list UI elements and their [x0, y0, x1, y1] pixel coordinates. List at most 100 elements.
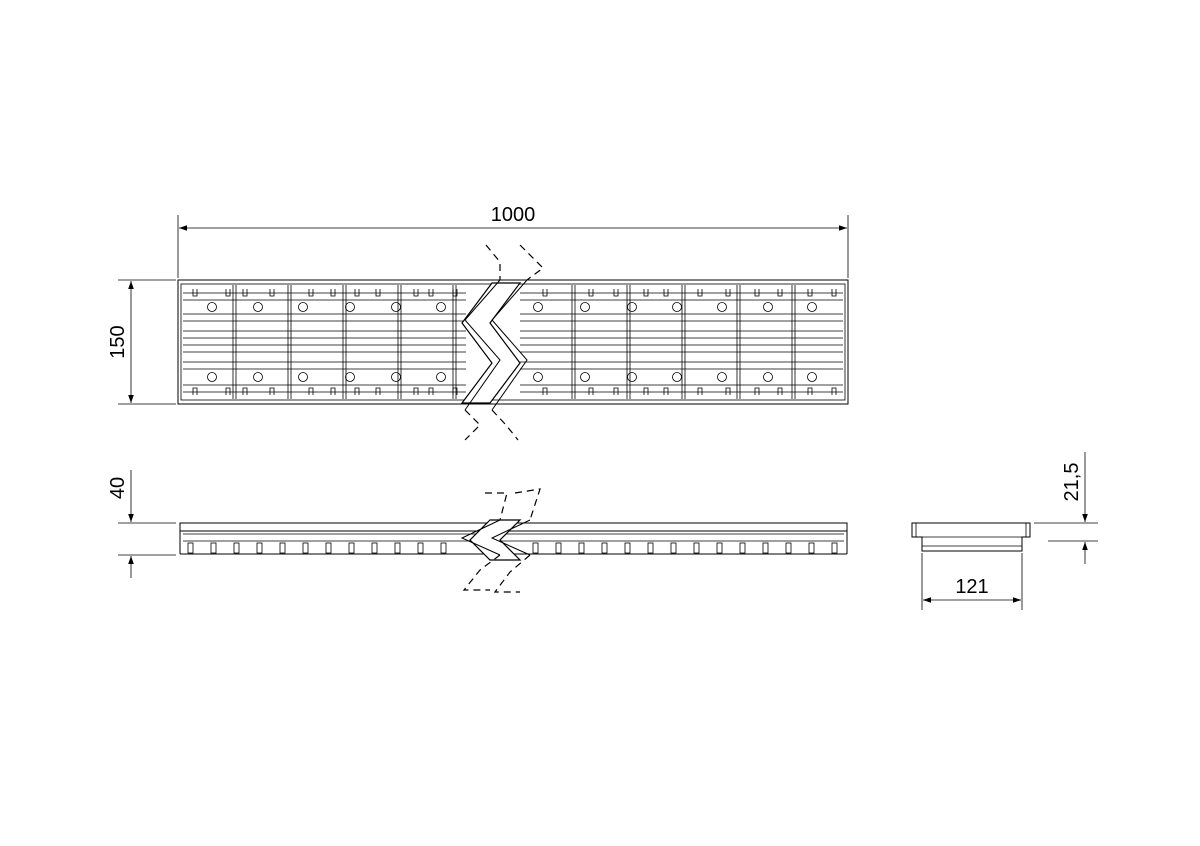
clips	[192, 289, 837, 395]
bearing-bar	[371, 542, 378, 554]
bearing-bar	[440, 542, 447, 554]
hole	[436, 302, 446, 312]
clip	[663, 387, 669, 395]
clip	[192, 387, 198, 395]
bearing-bar	[417, 542, 424, 554]
hole	[436, 372, 446, 382]
clip	[725, 289, 731, 297]
clip	[754, 387, 760, 395]
bearing-bar	[601, 542, 608, 554]
clip	[225, 289, 231, 297]
fixing-holes	[207, 302, 817, 382]
clip	[413, 289, 419, 297]
profile-outline	[911, 522, 1031, 552]
bearing-bar	[187, 542, 194, 554]
clip	[697, 289, 703, 297]
hole	[391, 302, 401, 312]
side-break-ext-bottom-right	[493, 554, 531, 593]
clip	[777, 289, 783, 297]
break-extension-top-left	[485, 244, 501, 280]
bearing-bar	[693, 542, 700, 554]
hole	[807, 302, 817, 312]
bearing-bar	[716, 542, 723, 554]
clip	[663, 289, 669, 297]
clip	[308, 387, 314, 395]
hole	[298, 302, 308, 312]
dim-length-label: 1000	[491, 204, 536, 226]
clip	[242, 289, 248, 297]
break-mask	[460, 282, 522, 404]
bearing-bar	[233, 542, 240, 554]
break-extension-bottom-right	[491, 409, 519, 441]
hole	[345, 302, 355, 312]
hole	[533, 302, 543, 312]
bearing-bar	[256, 542, 263, 554]
hole	[207, 372, 217, 382]
side-break-left	[460, 519, 501, 556]
hole	[763, 372, 773, 382]
hole	[298, 372, 308, 382]
bearing-bar	[831, 542, 838, 554]
clip	[831, 387, 837, 395]
clip	[330, 387, 336, 395]
clip	[807, 387, 813, 395]
clip	[777, 387, 783, 395]
side-break-ext-bottom-left	[462, 554, 501, 591]
profile-view: 121 21,5	[911, 452, 1098, 610]
bearing-bar	[762, 542, 769, 554]
bearing-bar	[394, 542, 401, 554]
clip	[413, 387, 419, 395]
bearing-bar	[785, 542, 792, 554]
longitudinal-bars	[183, 292, 843, 393]
clip	[588, 289, 594, 297]
bearing-bar	[647, 542, 654, 554]
break-line-right	[491, 279, 528, 411]
bearing-bar	[555, 542, 562, 554]
break-extension-top-right	[519, 244, 544, 281]
dim-width-label: 150	[107, 325, 129, 358]
bearing-bar	[739, 542, 746, 554]
bearing-bar	[348, 542, 355, 554]
hole	[533, 372, 543, 382]
side-break-mask	[469, 519, 522, 561]
clip	[643, 387, 649, 395]
side-bearing-bars	[187, 542, 838, 554]
bearing-bar	[670, 542, 677, 554]
clip	[330, 289, 336, 297]
clip	[807, 289, 813, 297]
dim-profile-width-label: 121	[955, 576, 988, 598]
hole	[627, 372, 637, 382]
hole	[253, 372, 263, 382]
hole	[345, 372, 355, 382]
clip	[754, 289, 760, 297]
clip	[452, 387, 458, 395]
bearing-bar	[302, 542, 309, 554]
hole	[627, 302, 637, 312]
bearing-bar	[325, 542, 332, 554]
side-view: 40	[107, 470, 848, 593]
side-break-ext-top-right	[514, 488, 541, 521]
dim-height-label: 40	[107, 477, 129, 499]
hole	[253, 302, 263, 312]
grate-inner-frame	[180, 283, 846, 401]
hole	[717, 302, 727, 312]
hole	[807, 372, 817, 382]
hole	[763, 302, 773, 312]
clip	[225, 387, 231, 395]
clip	[308, 289, 314, 297]
hole	[391, 372, 401, 382]
bearing-bar	[279, 542, 286, 554]
clip	[697, 387, 703, 395]
clip	[242, 387, 248, 395]
clip	[613, 289, 619, 297]
clip	[643, 289, 649, 297]
bearing-bar	[624, 542, 631, 554]
clip	[428, 387, 434, 395]
clip	[725, 387, 731, 395]
break-line-left	[464, 279, 501, 411]
hole	[672, 302, 682, 312]
hole	[672, 372, 682, 382]
cross-members	[232, 285, 796, 399]
clip	[613, 387, 619, 395]
